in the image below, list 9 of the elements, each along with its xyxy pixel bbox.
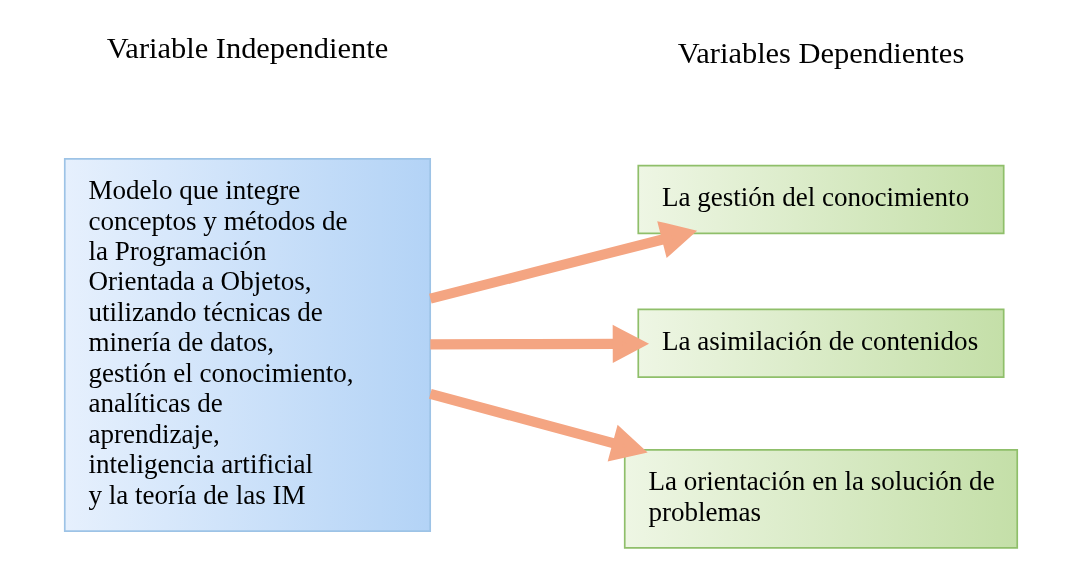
label: Variables Dependientes — [677, 36, 964, 71]
label: Variable Independiente — [106, 31, 388, 66]
node-box: Modelo que integre conceptos y métodos de la Programación Orientada a Objetos, utilizando técnicas de minería de datos, gestión el conocimiento, analíticas de aprendizaje, inteligencia artificial y la teoría de las IM — [63, 158, 431, 532]
node-box: La gestión del conocimiento — [636, 164, 1005, 235]
arrow — [428, 221, 697, 304]
node-box: La asimilación de contenidos — [636, 308, 1005, 378]
arrow — [428, 388, 648, 462]
node-box: La orientación en la solución de problemas — [623, 449, 1018, 549]
arrow — [429, 324, 649, 363]
